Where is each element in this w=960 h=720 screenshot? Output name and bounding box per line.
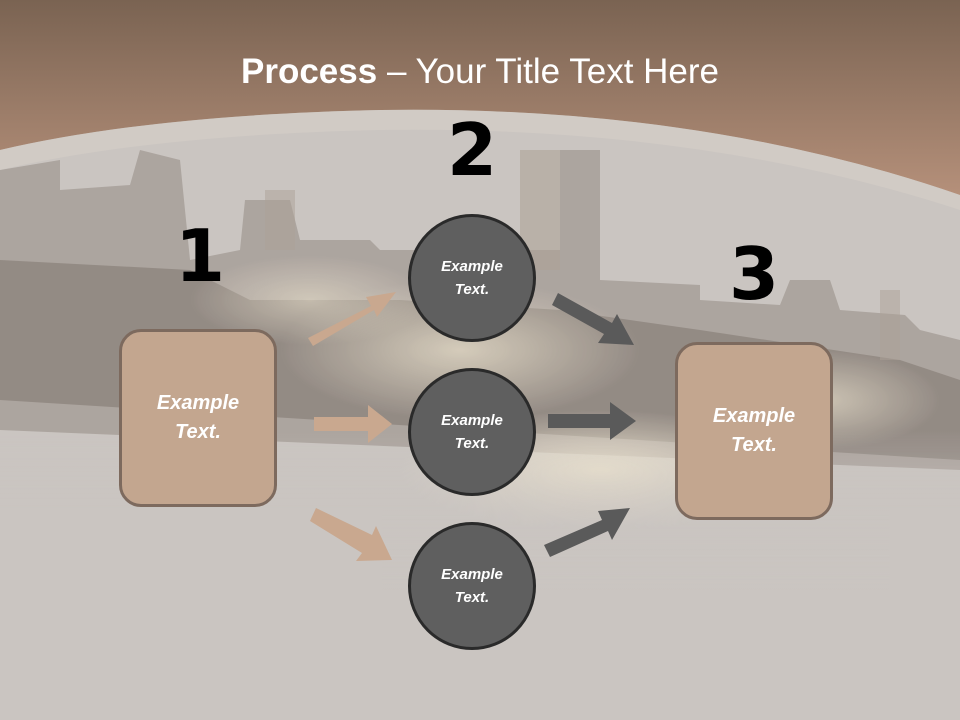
slide-title: Process – Your Title Text Here (0, 52, 960, 92)
circle-3: Example Text. (408, 522, 536, 650)
header-swoosh (0, 109, 960, 210)
left-box: Example Text. (119, 329, 277, 507)
step-number-1: 1 (174, 214, 226, 298)
arrow-to-circle-1 (308, 292, 396, 346)
circle-2-text: Example Text. (441, 412, 503, 452)
arrow-to-circle-2 (314, 405, 392, 443)
circle-1-text: Example Text. (441, 258, 503, 298)
arrow-from-circle-3 (544, 508, 630, 557)
circle-3-text: Example Text. (441, 566, 503, 606)
right-box-text: Example Text. (712, 405, 796, 456)
title-bold: Process (241, 52, 378, 91)
arrow-to-circle-3 (310, 508, 392, 561)
arrow-from-circle-1 (552, 293, 634, 345)
arrow-from-circle-2 (548, 402, 636, 440)
left-box-text: Example Text. (156, 392, 240, 443)
step-number-2: 2 (446, 108, 498, 192)
circle-2: Example Text. (408, 368, 536, 496)
title-rest: – Your Title Text Here (377, 52, 719, 91)
right-box: Example Text. (675, 342, 833, 520)
header-band (0, 0, 960, 195)
step-number-3: 3 (728, 232, 780, 316)
circle-1: Example Text. (408, 214, 536, 342)
